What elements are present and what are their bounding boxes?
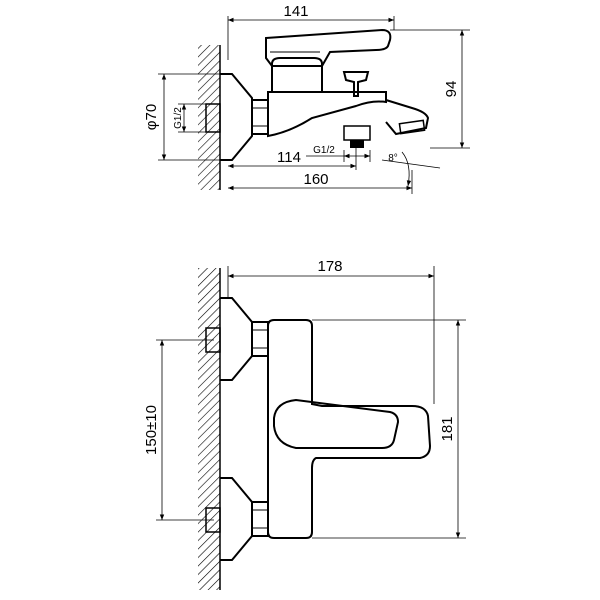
dim-114-label: 114 [277,149,301,166]
flange-cone [220,73,253,161]
cartridge-housing [271,57,323,92]
thread-inlet-label: G1/2 [173,107,184,129]
shower-outlet-thread [350,140,364,148]
diverter-knob [342,71,370,97]
shower-outlet-connector [343,125,371,141]
mixer-body [267,91,387,138]
top-flange [220,297,253,381]
hex-nut [251,99,269,135]
top-nut [251,321,269,357]
front-view: 178 181 150±10 [143,258,466,590]
dim-phi70-label: φ70 [143,104,160,130]
angle-label: 8° [388,153,398,164]
bottom-nut [251,501,269,537]
lever-handle [265,28,392,67]
dim-141-label: 141 [283,3,308,20]
mixer-body-front [267,319,432,539]
inlet-pipe [205,103,221,133]
lever-front [273,398,400,449]
spout-outlet [398,119,426,135]
side-view: 141 94 φ70 G1/2 G1/2 8° 114 160 [143,3,470,194]
spout [385,99,430,136]
dim-181-label: 181 [439,416,456,441]
wall-hatch-top [198,45,220,190]
dim-178-label: 178 [317,258,342,275]
thread-outlet-label: G1/2 [313,145,335,156]
dim-150-label: 150±10 [143,405,160,455]
dim-160-label: 160 [303,171,328,188]
bottom-flange [220,477,253,561]
wall-hatch-bottom [198,268,220,590]
dim-94-label: 94 [443,81,460,98]
